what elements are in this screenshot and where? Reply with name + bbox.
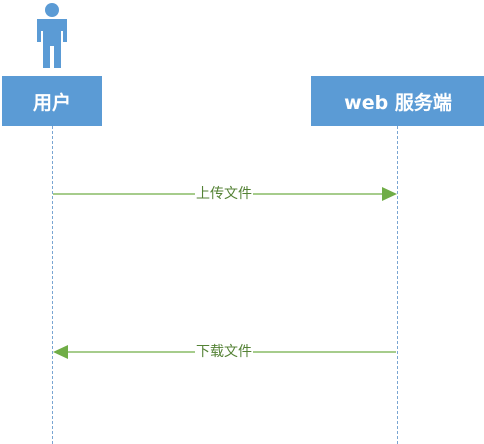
- lifeline-web: [397, 126, 398, 444]
- message-label-upload: 上传文件: [195, 186, 253, 202]
- actor-label-web: web 服务端: [344, 91, 452, 114]
- person-icon: [37, 3, 67, 68]
- actor-label-user: 用户: [32, 91, 71, 114]
- actor-box-web: web 服务端: [311, 76, 484, 126]
- lifeline-user: [52, 126, 53, 444]
- message-label-download: 下载文件: [195, 344, 253, 360]
- actor-box-user: 用户: [2, 76, 102, 126]
